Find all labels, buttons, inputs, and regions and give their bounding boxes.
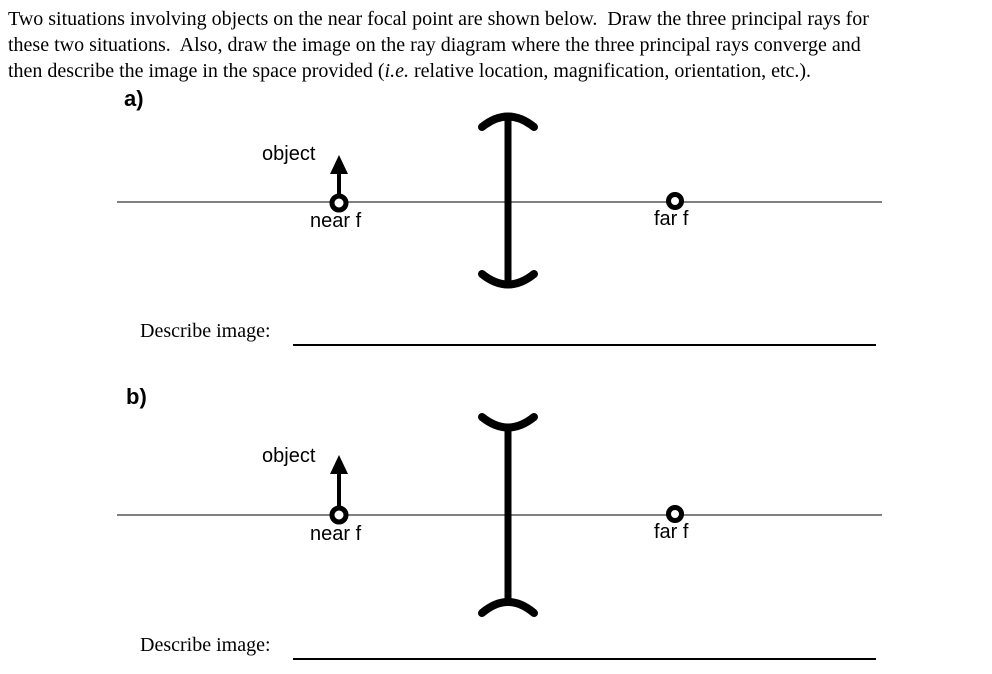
instructions-line-2: these two situations. Also, draw the ima… [8,34,861,56]
describe-image-answer-line-a[interactable] [293,344,876,346]
section-label-a: a) [124,86,144,111]
lens-top-arrowhead [478,413,538,432]
near-focal-point-marker [329,505,349,525]
near-f-label-a: near f [310,210,362,232]
object-label-a: object [262,143,316,165]
object-arrow [330,155,348,194]
lens-bottom-arrowhead [478,598,538,617]
ray-diagram-a[interactable] [0,100,992,305]
instructions-line-3-italic: i.e. [384,60,409,82]
instructions-line-3: then describe the image in the space pro… [8,58,869,84]
far-f-label-b: far f [654,521,689,543]
describe-image-label-b: Describe image: [140,634,271,656]
instructions-line-3-post: relative location, magnification, orient… [408,60,812,82]
object-arrow [330,455,348,506]
converging-lens-icon [478,112,538,289]
instructions-line-3-pre: then describe the image in the space pro… [8,60,385,82]
near-focal-point-marker [329,193,349,213]
diverging-lens-icon [478,413,538,617]
object-arrowhead [330,155,348,174]
object-label-b: object [262,445,316,467]
lens-bottom-arrowhead [478,270,538,289]
describe-image-answer-line-b[interactable] [293,658,876,660]
ray-diagram-b[interactable] [0,400,992,625]
lens-top-arrowhead [478,112,538,131]
instructions-line-1: Two situations involving objects on the … [8,8,869,30]
far-f-label-a: far f [654,208,689,230]
far-focal-point-marker [666,192,684,210]
far-focal-point-marker [666,505,684,523]
describe-image-label-a: Describe image: [140,320,271,342]
section-label-b: b) [126,384,147,409]
near-f-label-b: near f [310,523,362,545]
instructions: Two situations involving objects on the … [8,6,869,84]
object-arrowhead [330,455,348,474]
